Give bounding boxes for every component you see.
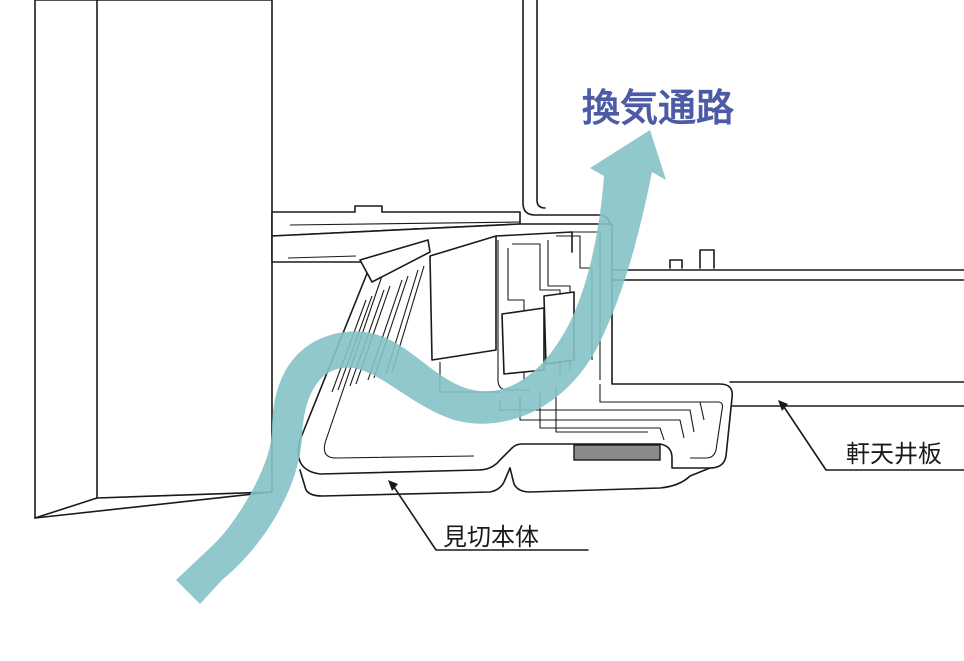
gasket xyxy=(573,444,661,461)
leader-main-body xyxy=(388,480,589,551)
main-body-label: 見切本体 xyxy=(443,523,539,551)
soffit-board-label: 軒天井板 xyxy=(846,440,942,468)
leader-soffit-board xyxy=(778,400,964,471)
vent-slats xyxy=(331,239,431,393)
wall-block xyxy=(34,0,273,519)
soffit-board xyxy=(606,249,964,407)
airflow-arrow xyxy=(176,130,666,604)
airflow-label: 換気通路 xyxy=(582,86,735,130)
